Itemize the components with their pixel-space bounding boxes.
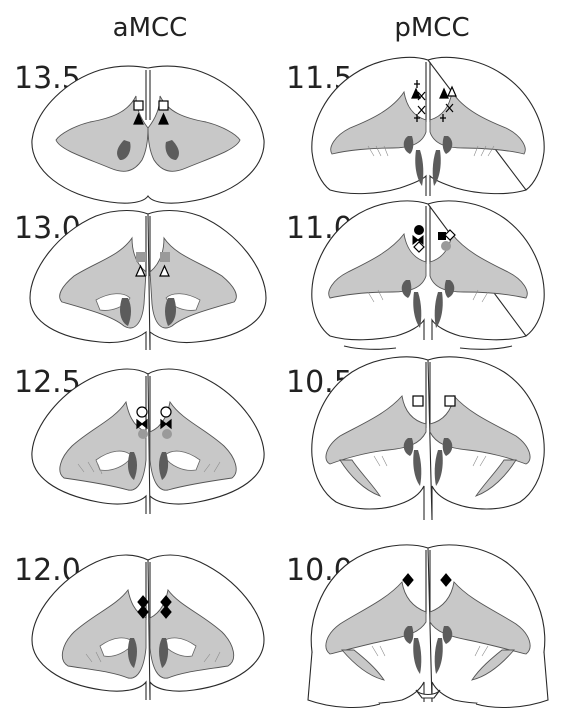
brain-section-11-5: 11.5 <box>286 57 544 196</box>
marker-open-circle <box>137 407 147 417</box>
marker-filled-circle <box>414 225 424 235</box>
brain-section-10-0: 10.0 <box>286 545 548 708</box>
marker-open-square <box>134 101 143 110</box>
brain-section-12-5: 12.5 <box>14 365 264 514</box>
marker-filled-triangle <box>440 89 448 98</box>
marker-open-square <box>445 396 455 406</box>
marker-filled-square <box>438 232 446 240</box>
marker-gray-square <box>160 252 170 262</box>
column-title-amcc: aMCC <box>113 13 188 43</box>
brain-section-11-0: 11.0 <box>286 201 544 349</box>
marker-open-circle <box>161 407 171 417</box>
brain-section-13-5: 13.5 <box>14 61 264 203</box>
marker-plus <box>414 80 420 88</box>
marker-gray-circle <box>441 241 451 251</box>
marker-gray-square <box>136 252 146 262</box>
marker-open-square <box>413 396 423 406</box>
marker-gray-circle <box>138 429 148 439</box>
marker-cross <box>418 106 425 114</box>
brain-section-13-0: 13.0 <box>14 211 266 351</box>
brain-section-10-5: 10.5 <box>286 357 544 520</box>
marker-open-square <box>159 101 168 110</box>
brain-section-12-0: 12.0 <box>14 553 264 700</box>
column-title-pmcc: pMCC <box>394 13 469 43</box>
marker-gray-circle <box>162 429 172 439</box>
